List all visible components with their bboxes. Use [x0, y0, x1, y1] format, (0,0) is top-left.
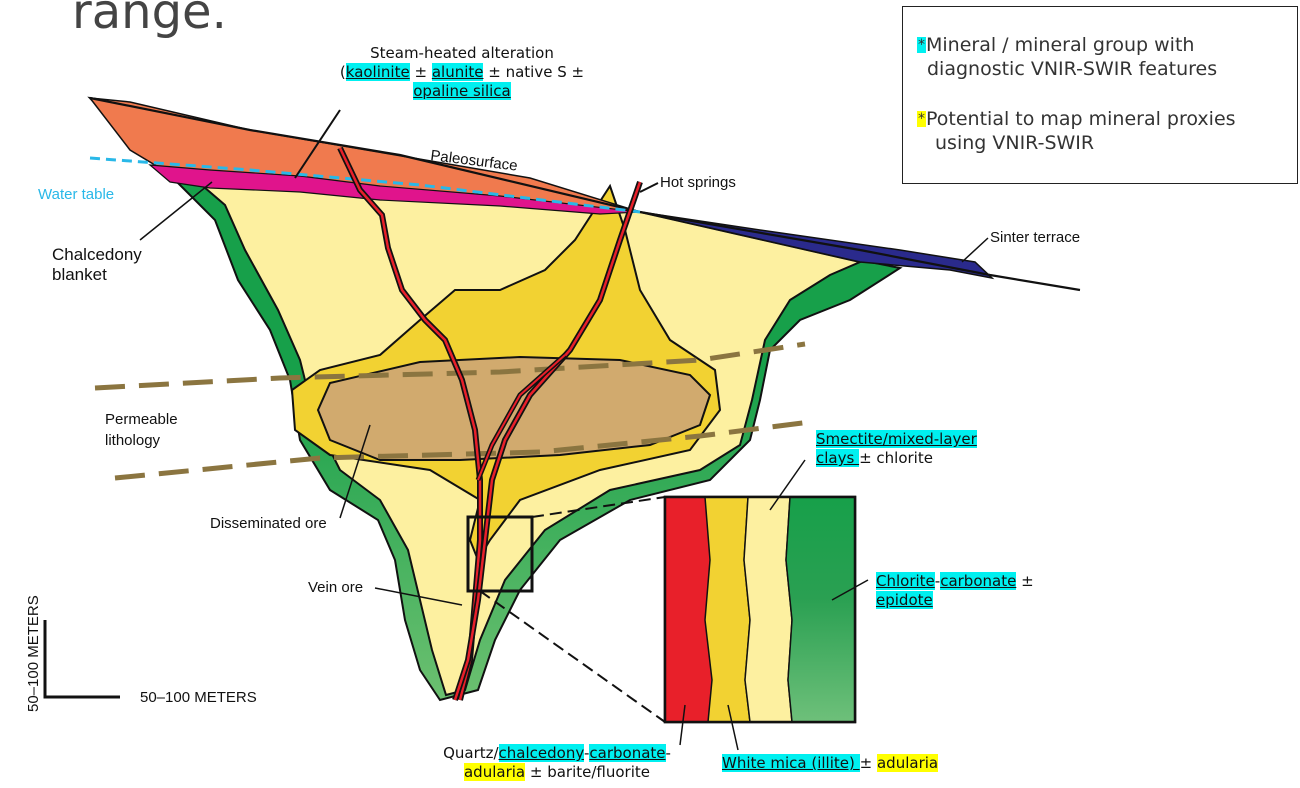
leader-chalcedony-blanket	[140, 182, 212, 240]
label-permeable-1: Permeable	[105, 411, 178, 428]
steam-heated-annotation: Steam-heated alteration (kaolinite ± alu…	[312, 44, 612, 101]
smectite-annotation: Smectite/mixed-layer clays ± chlorite	[816, 430, 1046, 468]
adularia-white-mica-term: adularia	[877, 754, 938, 772]
adularia-term: adularia	[464, 763, 525, 781]
carbonate-quartz-term: carbonate	[589, 744, 665, 762]
white-mica-term: White mica (illite)	[722, 754, 860, 772]
chalcedony-term: chalcedony	[499, 744, 584, 762]
carbonate-term: carbonate	[940, 572, 1016, 590]
kaolinite-term: kaolinite	[346, 63, 410, 81]
label-hot-springs: Hot springs	[660, 174, 736, 191]
chlorite-annotation: Chlorite-carbonate ± epidote	[876, 572, 1076, 610]
inset-pale-band	[744, 497, 792, 722]
inset-gold-band	[705, 497, 750, 722]
epidote-term: epidote	[876, 591, 933, 609]
steam-heated-minerals-line: (kaolinite ± alunite ± native S ±	[312, 63, 612, 82]
steam-heated-title: Steam-heated alteration	[312, 44, 612, 63]
white-mica-annotation: White mica (illite) ± adularia	[722, 754, 982, 773]
chlorite-term: Chlorite	[876, 572, 935, 590]
leader-sinter-terrace	[962, 238, 988, 262]
alunite-term: alunite	[432, 63, 484, 81]
smectite-term: Smectite/mixed-layer	[816, 430, 977, 448]
quartz-annotation: Quartz/chalcedony-carbonate- adularia ± …	[412, 744, 702, 782]
label-water-table: Water table	[38, 186, 114, 203]
steam-heated-opaline-line: opaline silica	[312, 82, 612, 101]
label-chalcedony-blanket-2: blanket	[52, 265, 107, 284]
label-sinter-terrace: Sinter terrace	[990, 229, 1080, 246]
chlorite-pm-text: ± chlorite	[859, 449, 933, 467]
zoned-vein-inset	[665, 497, 855, 722]
label-vein-ore: Vein ore	[308, 579, 363, 596]
label-scale-x: 50–100 METERS	[140, 689, 257, 706]
inset-red-vein	[665, 497, 712, 722]
opaline-silica-term: opaline silica	[413, 82, 511, 100]
label-permeable-2: lithology	[105, 432, 161, 449]
clays-term: clays	[816, 449, 859, 467]
scale-bar	[45, 620, 120, 697]
inset-green-band	[786, 497, 855, 722]
label-disseminated-ore: Disseminated ore	[210, 515, 327, 532]
label-chalcedony-blanket-1: Chalcedony	[52, 245, 142, 264]
label-scale-y: 50–100 METERS	[25, 595, 42, 712]
leader-hot-springs	[640, 183, 658, 192]
